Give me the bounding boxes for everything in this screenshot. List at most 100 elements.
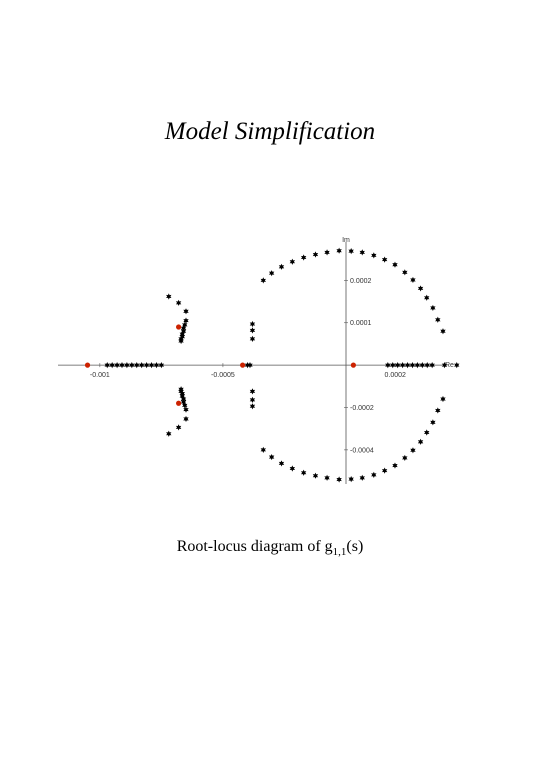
locus-point xyxy=(249,396,256,403)
locus-point xyxy=(440,328,446,335)
locus-point xyxy=(402,269,408,276)
locus-point xyxy=(381,467,388,474)
locus-point xyxy=(175,299,182,306)
locus-point xyxy=(175,424,182,431)
locus-point xyxy=(249,327,256,334)
locus-point xyxy=(371,252,377,259)
x-tick-label: -0.0005 xyxy=(211,372,235,379)
locus-point xyxy=(359,474,365,481)
locus-point xyxy=(278,263,285,270)
locus-point xyxy=(409,362,416,369)
locus-point xyxy=(260,446,266,453)
locus-point xyxy=(392,261,398,268)
page-title: Model Simplification xyxy=(164,118,376,145)
locus-point xyxy=(424,362,430,369)
locus-point xyxy=(312,251,319,258)
locus-point xyxy=(247,362,253,369)
axes: Re Im xyxy=(58,237,454,484)
locus-point xyxy=(419,362,425,369)
locus-point xyxy=(429,362,435,369)
locus-point xyxy=(441,362,448,369)
locus-point xyxy=(278,460,285,467)
locus-point xyxy=(183,317,189,324)
locus-endpoint xyxy=(350,362,356,368)
locus-point xyxy=(148,362,155,369)
locus-point xyxy=(249,320,256,328)
locus-point xyxy=(454,362,460,369)
locus-point xyxy=(410,447,416,454)
locus-point xyxy=(390,362,396,369)
locus-point xyxy=(404,362,411,369)
locus-point xyxy=(289,258,296,265)
locus-point xyxy=(183,406,189,413)
y-tick-label: -0.0004 xyxy=(350,447,374,454)
figure-caption: Root-locus diagram of g1,1(s) xyxy=(0,538,540,558)
locus-point xyxy=(392,462,398,469)
locus-endpoint xyxy=(84,362,91,368)
locus-point xyxy=(139,362,145,369)
locus-endpoint xyxy=(176,324,182,330)
locus-point xyxy=(359,249,365,256)
locus-point xyxy=(166,293,172,300)
locus-point xyxy=(134,362,140,369)
locus-point xyxy=(395,362,401,369)
caption-prefix: Root-locus diagram of g xyxy=(176,538,333,555)
locus-point xyxy=(114,362,120,369)
locus-point xyxy=(289,465,296,472)
x-tick-label: -0.001 xyxy=(90,372,110,379)
locus-point xyxy=(424,429,430,436)
locus-point xyxy=(180,328,187,335)
root-locus-chart: Re Im -0.001 -0.0005 0.0002 0.0002 0.0001 -0.… xyxy=(58,237,460,484)
x-tick-label: 0.0002 xyxy=(385,372,407,379)
locus-point xyxy=(312,472,319,479)
locus-point xyxy=(324,249,330,256)
locus-point xyxy=(182,402,188,409)
y-tick-label: 0.0002 xyxy=(350,278,372,285)
locus-point xyxy=(348,248,354,255)
locus-point xyxy=(410,276,416,284)
locus-point xyxy=(435,316,441,323)
locus-point xyxy=(424,294,430,301)
caption-suffix: (s) xyxy=(346,538,364,555)
locus-points xyxy=(84,247,460,483)
locus-point xyxy=(440,395,446,403)
locus-point xyxy=(268,453,275,461)
locus-point xyxy=(166,430,172,437)
x-axis-label: Re xyxy=(445,362,454,369)
locus-point xyxy=(336,476,342,483)
locus-point xyxy=(249,335,256,342)
locus-point xyxy=(124,362,130,369)
locus-point xyxy=(178,386,184,393)
y-axis-label: Im xyxy=(342,237,350,244)
locus-point xyxy=(143,362,150,369)
locus-point xyxy=(249,403,256,410)
locus-point xyxy=(183,308,189,315)
locus-point xyxy=(324,474,330,481)
locus-point xyxy=(179,390,185,397)
locus-point xyxy=(417,285,424,292)
locus-endpoint xyxy=(240,362,246,368)
locus-point xyxy=(399,362,406,369)
locus-point xyxy=(260,277,266,284)
locus-point xyxy=(158,362,165,369)
locus-point xyxy=(371,471,377,478)
y-tick-label: 0.0001 xyxy=(350,320,372,327)
locus-point xyxy=(178,337,184,345)
locus-point xyxy=(414,362,421,369)
locus-point xyxy=(104,362,110,369)
caption-subscript: 1,1 xyxy=(332,546,347,559)
locus-point xyxy=(300,469,307,476)
locus-point xyxy=(249,388,256,395)
locus-point xyxy=(129,362,135,369)
locus-point xyxy=(109,362,115,369)
locus-endpoint xyxy=(176,400,182,406)
locus-point xyxy=(182,321,188,328)
locus-point xyxy=(119,362,125,369)
locus-point xyxy=(244,362,251,369)
locus-point xyxy=(336,247,342,254)
locus-point xyxy=(179,333,185,340)
locus-point xyxy=(435,407,441,414)
locus-point xyxy=(402,454,408,462)
y-tick-label: -0.0002 xyxy=(350,405,374,412)
locus-point xyxy=(385,362,391,369)
